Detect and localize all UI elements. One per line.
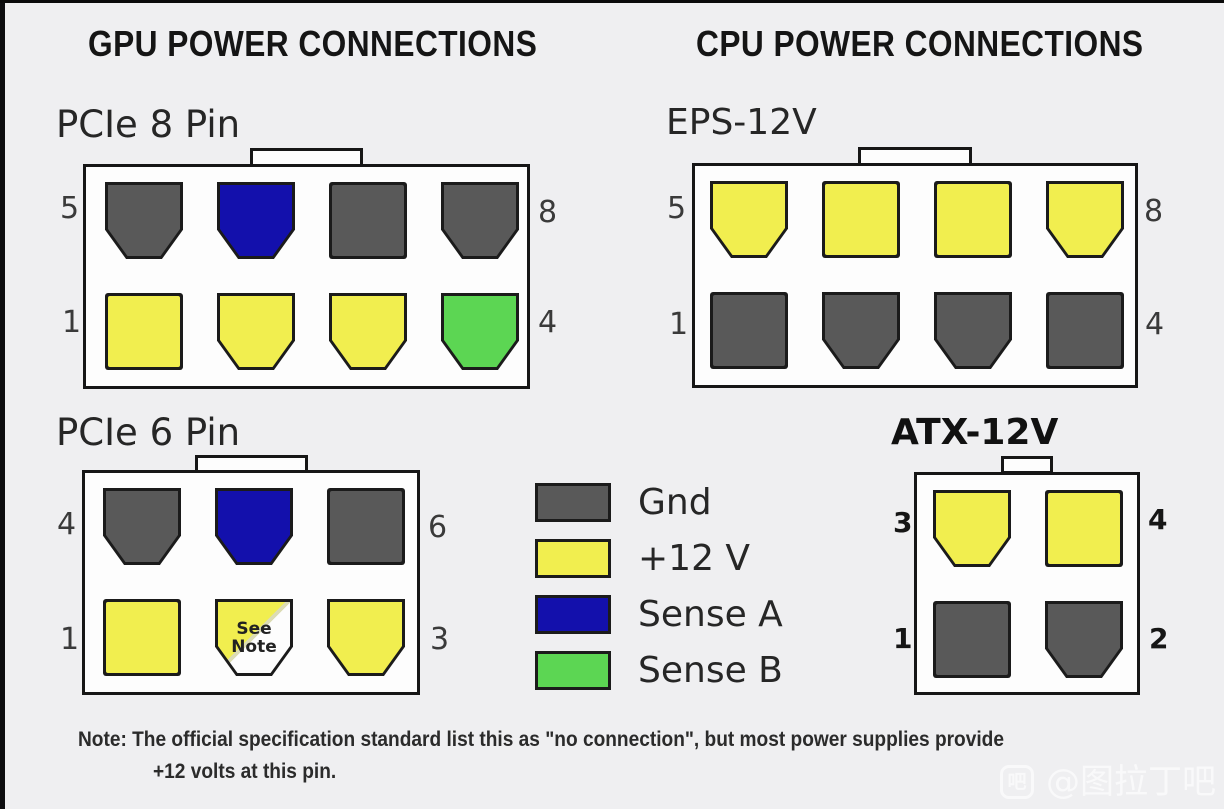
eps12v-pin-number-bottom-left: 1 xyxy=(669,307,689,342)
pcie6-label: PCIe 6 Pin xyxy=(56,411,241,454)
pcie8-pin-number-top-left: 5 xyxy=(60,191,80,226)
pcie6-pin-number-top-left: 4 xyxy=(57,507,77,542)
pin-gnd xyxy=(1045,601,1123,678)
cpu-section-title: CPU POWER CONNECTIONS xyxy=(696,23,1144,64)
legend-row-sense-b: Sense B xyxy=(535,651,783,690)
pin-gnd xyxy=(105,182,183,259)
pcie8-label: PCIe 8 Pin xyxy=(56,103,241,146)
atx12v-pin-number-top-left: 3 xyxy=(893,506,913,539)
atx12v-connector-body xyxy=(914,472,1140,695)
pin-v12 xyxy=(710,181,788,258)
pin-gnd xyxy=(933,601,1011,678)
eps12v-pin-grid xyxy=(695,166,1135,369)
pin-gnd xyxy=(441,182,519,259)
pcie8-latch-tab xyxy=(250,148,363,167)
pin-v12 xyxy=(934,181,1012,258)
legend: Gnd +12 V Sense A Sense B xyxy=(535,483,783,690)
pin-v12 xyxy=(933,490,1011,567)
atx12v-pin-number-top-right: 4 xyxy=(1148,503,1168,536)
pcie8-pin-number-bottom-left: 1 xyxy=(62,305,82,340)
see-note-text: Note xyxy=(231,636,277,657)
legend-swatch-sense-a xyxy=(535,595,611,634)
legend-label-12v: +12 V xyxy=(638,538,751,579)
pin-v12 xyxy=(105,293,183,370)
left-edge-bar xyxy=(0,0,5,809)
pin-senseA xyxy=(215,488,293,565)
pcie8-pin-number-top-right: 8 xyxy=(538,195,558,230)
pin-gnd xyxy=(329,182,407,259)
eps12v-pin-number-bottom-right: 4 xyxy=(1145,307,1165,342)
atx12v-pin-number-bottom-left: 1 xyxy=(893,622,913,655)
legend-row-sense-a: Sense A xyxy=(535,595,783,634)
footnote-line2: +12 volts at this pin. xyxy=(153,760,337,783)
pin-senseA xyxy=(217,182,295,259)
pcie6-pin-number-bottom-right: 3 xyxy=(430,622,450,657)
legend-label-sense-a: Sense A xyxy=(638,594,783,635)
eps12v-pin-number-top-right: 8 xyxy=(1144,194,1164,229)
legend-label-gnd: Gnd xyxy=(638,482,712,523)
pin-gnd xyxy=(327,488,405,565)
pcie6-pin-number-bottom-left: 1 xyxy=(60,622,80,657)
pin-v12 xyxy=(1045,490,1123,567)
see-note-text: See xyxy=(236,618,272,639)
atx12v-label: ATX-12V xyxy=(891,412,1059,453)
eps12v-pin-number-top-left: 5 xyxy=(667,191,687,226)
pin-gnd xyxy=(934,292,1012,369)
atx12v-pin-grid xyxy=(917,475,1137,678)
eps12v-label: EPS-12V xyxy=(666,102,817,143)
gpu-section-title: GPU POWER CONNECTIONS xyxy=(88,23,538,64)
pin-v12 xyxy=(327,599,405,676)
top-edge-bar xyxy=(0,0,1224,3)
pcie8-pin-grid xyxy=(86,167,527,370)
pin-senseB xyxy=(441,293,519,370)
pin-v12 xyxy=(103,599,181,676)
pcie6-latch-tab xyxy=(195,455,308,473)
watermark: 吧 @图拉丁吧 xyxy=(1000,763,1216,801)
watermark-text: @图拉丁吧 xyxy=(1046,762,1216,802)
eps12v-connector-body xyxy=(692,163,1138,388)
atx12v-latch-tab xyxy=(1001,456,1053,474)
pin-gnd xyxy=(822,292,900,369)
legend-label-sense-b: Sense B xyxy=(638,650,783,691)
pin-gnd xyxy=(710,292,788,369)
pcie8-pin-number-bottom-right: 4 xyxy=(538,305,558,340)
pin-gnd xyxy=(1046,292,1124,369)
pin-v12 xyxy=(822,181,900,258)
legend-swatch-sense-b xyxy=(535,651,611,690)
legend-row-12v: +12 V xyxy=(535,539,783,578)
pin-v12 xyxy=(217,293,295,370)
legend-swatch-12v xyxy=(535,539,611,578)
atx12v-pin-number-bottom-right: 2 xyxy=(1149,622,1169,655)
pin-gnd xyxy=(103,488,181,565)
eps12v-latch-tab xyxy=(858,147,972,166)
footnote-line1: Note: The official specification standar… xyxy=(78,728,1004,751)
pcie8-connector-body xyxy=(83,164,530,389)
pin-v12 xyxy=(329,293,407,370)
legend-row-gnd: Gnd xyxy=(535,483,783,522)
pcie6-pin-number-top-right: 6 xyxy=(428,510,448,545)
tieba-icon: 吧 xyxy=(1000,765,1034,799)
pin-v12 xyxy=(1046,181,1124,258)
legend-swatch-gnd xyxy=(535,483,611,522)
